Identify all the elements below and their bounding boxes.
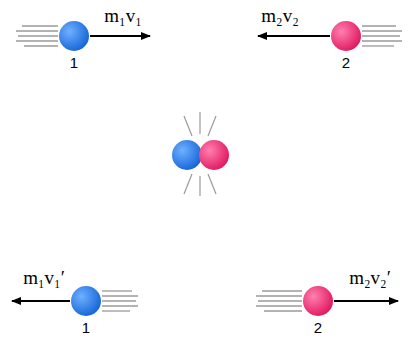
velocity-arrow (258, 35, 330, 37)
ball-two (199, 140, 229, 170)
momentum-label: m₁v₁′ (23, 268, 65, 289)
ball-one (71, 286, 101, 316)
velocity-arrow (12, 300, 70, 302)
ball-two (331, 21, 361, 51)
speed-lines (102, 291, 302, 311)
ball-number: 1 (70, 55, 78, 72)
momentum-label: m₂v₂′ (349, 268, 391, 289)
velocity-arrow (90, 35, 150, 37)
velocity-arrow (334, 300, 398, 302)
momentum-label: m₂v₂ (261, 6, 299, 27)
ball-one (172, 140, 202, 170)
ball-one (59, 21, 89, 51)
momentum-label: m₁v₁ (104, 6, 142, 27)
ball-number: 2 (342, 55, 350, 72)
ball-number: 1 (82, 320, 90, 337)
ball-two (303, 286, 333, 316)
ball-number: 2 (314, 320, 322, 337)
